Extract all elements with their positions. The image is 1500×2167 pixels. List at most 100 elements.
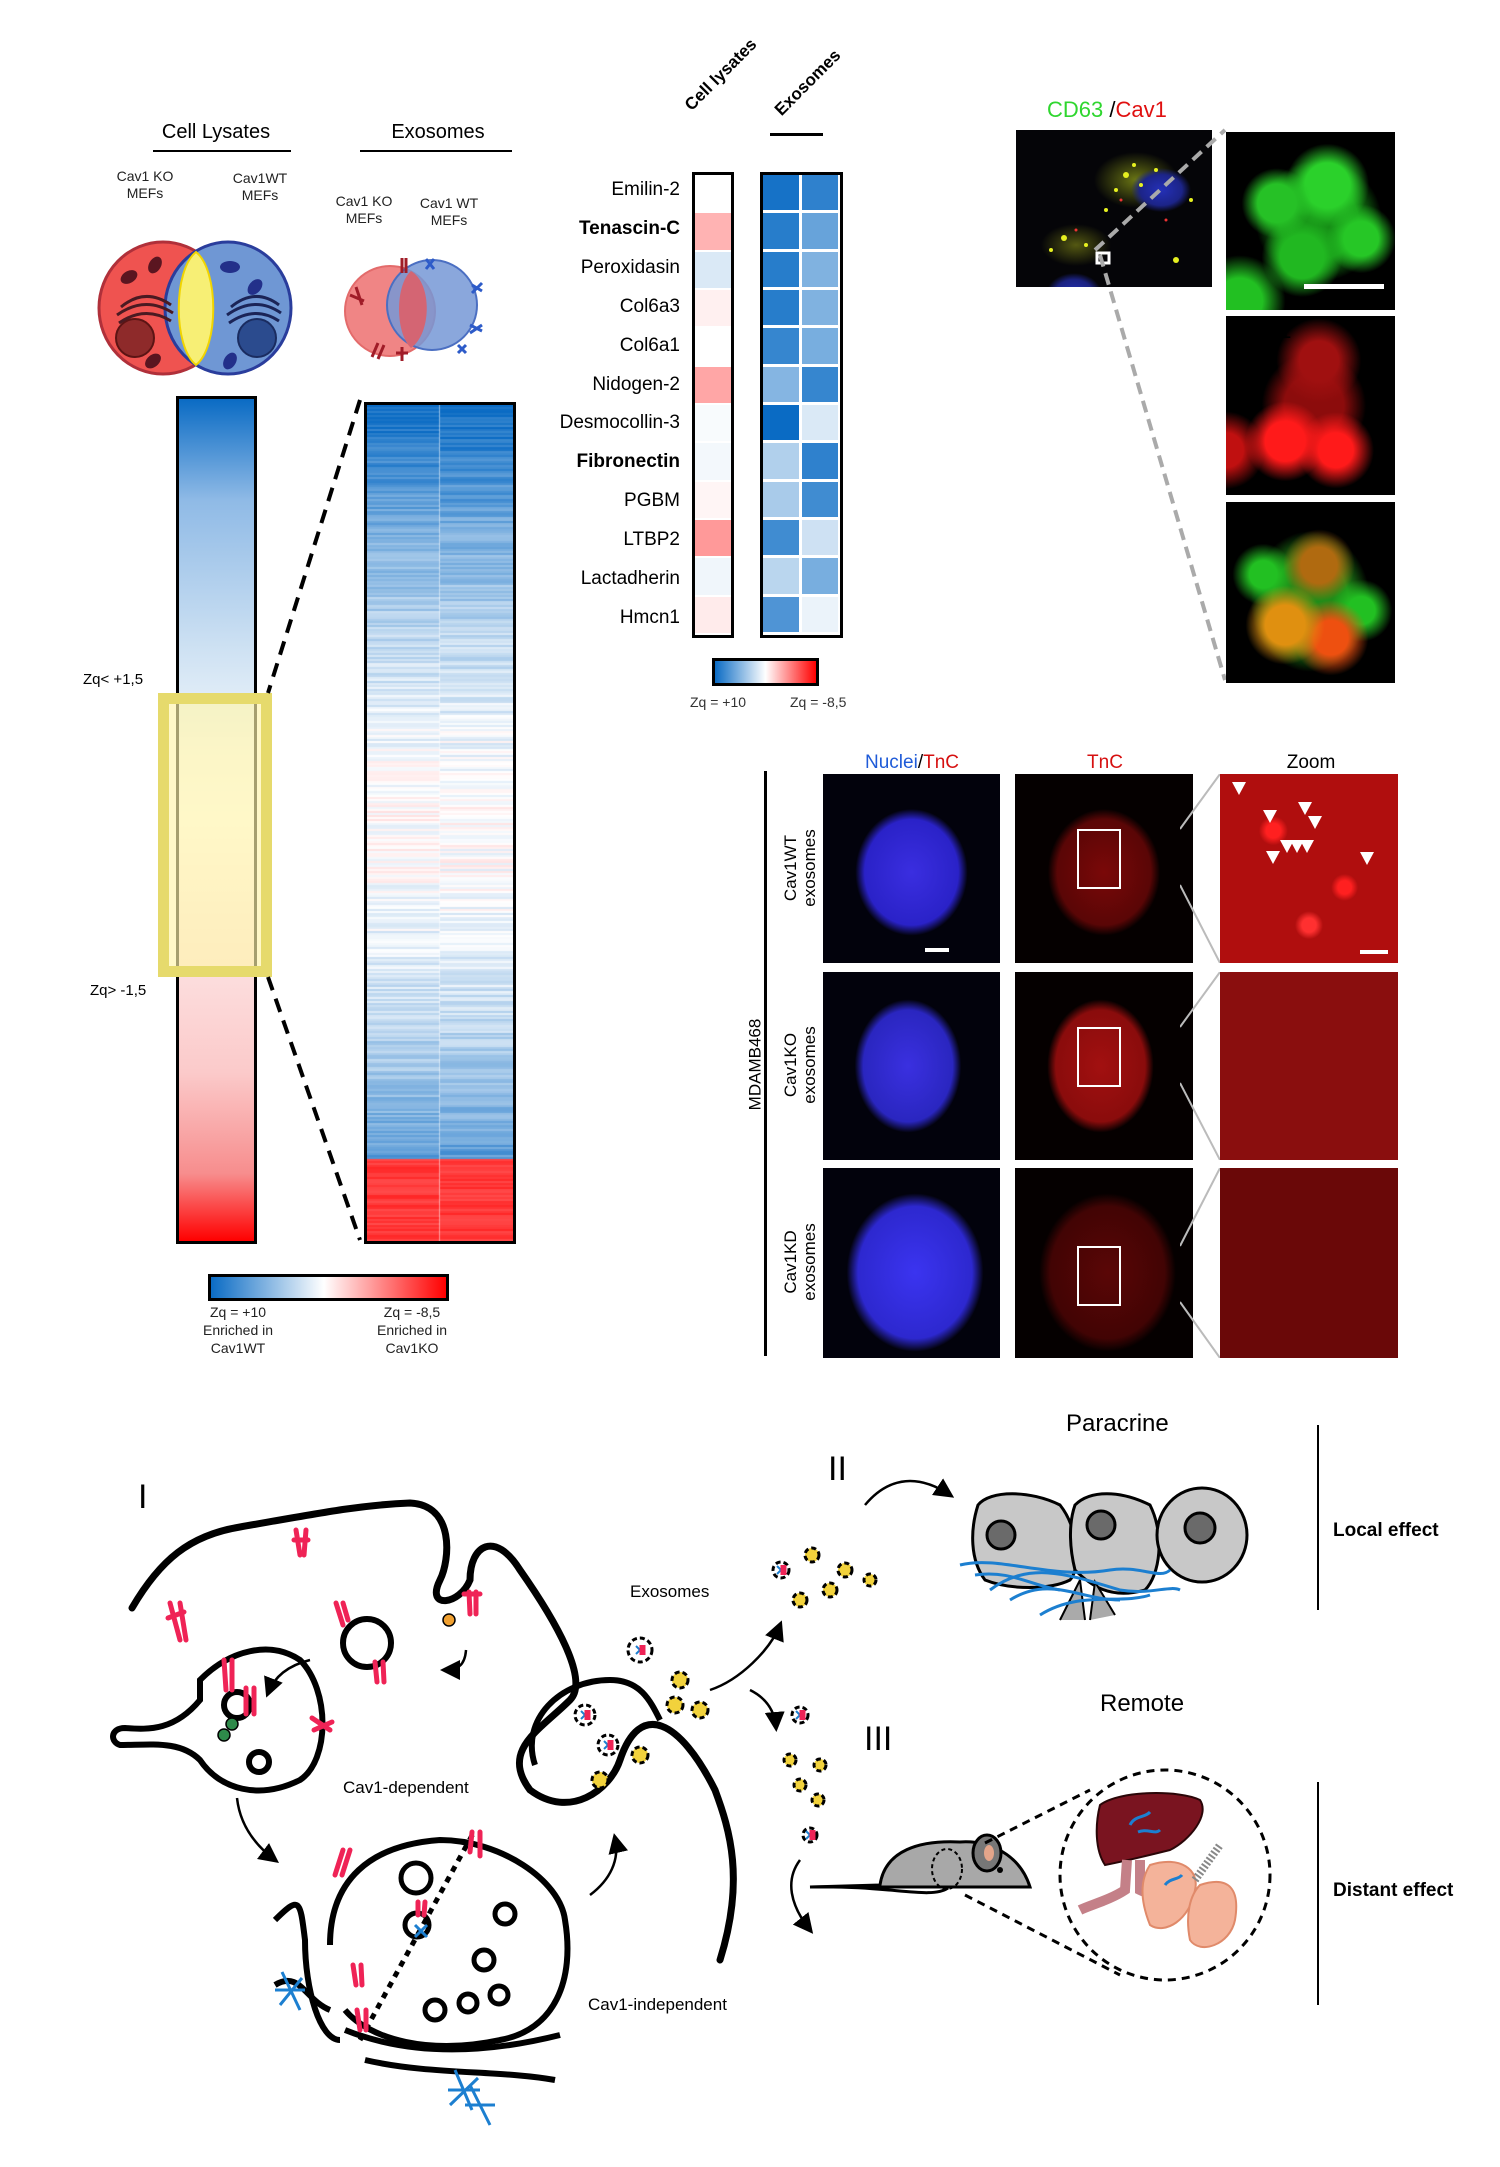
- exosomes-header-underline: [770, 133, 823, 136]
- header-nuclei: Nuclei: [865, 752, 918, 773]
- tnc-image: [1015, 972, 1193, 1160]
- col-header-cell-lysates: Cell lysates: [680, 34, 761, 115]
- cav1-marker: [799, 1710, 806, 1720]
- heatmap-cell: [695, 290, 731, 327]
- exosome-particle: [810, 1792, 826, 1808]
- arrowhead-marker: [1232, 782, 1246, 795]
- tnc-image: [1015, 774, 1193, 963]
- roi-box: [1077, 829, 1121, 889]
- protein-label: Hmcn1: [619, 606, 680, 628]
- arrowhead-marker: [1360, 852, 1374, 865]
- zoom-connector-lines: [266, 399, 362, 1241]
- wt-receptors: [424, 258, 484, 355]
- heatmap-cell: [802, 366, 838, 402]
- inset-label-merge: Merge: [1234, 504, 1297, 529]
- roi-box: [1077, 1246, 1121, 1306]
- heatmap-cell: [763, 481, 799, 517]
- col-header-zoom: Zoom: [1286, 752, 1336, 773]
- protein-label: Desmocollin-3: [559, 412, 680, 434]
- heatmap-cell: [695, 558, 731, 595]
- trachea: [1191, 1842, 1224, 1883]
- col-header-exosomes: Exosomes: [770, 45, 845, 120]
- zoom-connector: [1180, 774, 1220, 963]
- overlap-region: [177, 250, 215, 367]
- exosome-particle: [690, 1700, 710, 1720]
- cav1-receptors: [165, 1527, 483, 2033]
- heatmap-cell: [695, 481, 731, 518]
- tnc-zoom-image: [1220, 1168, 1398, 1358]
- mitochondrion: [148, 256, 162, 274]
- cav1-marker: [584, 1710, 591, 1720]
- exo-label-wt: Cav1 WT MEFs: [419, 195, 479, 228]
- legend-left-desc: Enriched in: [202, 1322, 274, 1338]
- zoom-connector: [1180, 972, 1220, 1160]
- protein-label: Fibronectin: [576, 451, 680, 473]
- upper-threshold-label: Zq< +1,5: [83, 671, 144, 688]
- heatmap-cell: [763, 443, 799, 479]
- legend-colorbar: [208, 1274, 449, 1301]
- cav1-marker: [607, 1740, 614, 1750]
- cell-lysates-underline: [153, 150, 291, 152]
- overview-speckles: [1049, 163, 1193, 265]
- lower-threshold-label: Zq> -1,5: [90, 982, 147, 999]
- row-label-text: Cav1KO: [781, 1032, 800, 1098]
- heatmap-cell: [695, 213, 731, 250]
- group-bracket-line: [764, 771, 767, 1356]
- inset-label-cav1: Cav1: [1240, 318, 1292, 343]
- exosomes-label: Exosomes: [630, 1582, 710, 1601]
- selection-highlight: [158, 693, 272, 977]
- col-header-tnc: TnC: [1087, 752, 1123, 773]
- legend-left-group: Cav1WT: [210, 1340, 266, 1356]
- lung-icon: [1187, 1880, 1238, 1949]
- exosomes-columns: [760, 172, 843, 638]
- cell-lysates-title: Cell Lysates: [161, 121, 271, 143]
- stage-label-iii: III: [864, 1720, 893, 1758]
- protein-label: Col6a3: [619, 295, 680, 317]
- cav1-marker: [639, 1645, 646, 1655]
- mitochondrion: [247, 279, 263, 295]
- row-label-text: exosomes: [800, 828, 819, 907]
- exo-label-ko: Cav1 KO MEFs: [335, 193, 393, 226]
- nuclei-tnc-image: [823, 972, 1000, 1160]
- heatmap-cell: [695, 443, 731, 480]
- protein-label: Emilin-2: [611, 179, 680, 201]
- intraluminal-vesicles: [398, 1860, 518, 2023]
- tnc-zoom-image: [1220, 774, 1398, 963]
- exosome-particle: [791, 1591, 809, 1609]
- heatmap-cell: [802, 520, 838, 556]
- cav1-marker: [780, 1565, 787, 1575]
- heatmap-cell: [802, 328, 838, 364]
- exosome-particle: [803, 1546, 821, 1564]
- title-cd63: CD63: [1047, 97, 1104, 122]
- header-tnc: TnC: [923, 752, 959, 773]
- protein-label: Lactadherin: [580, 567, 680, 589]
- arrowhead-marker: [1266, 851, 1280, 864]
- protein-label: Tenascin-C: [578, 218, 680, 240]
- exosomes-title: Exosomes: [391, 121, 485, 143]
- heatmap-cell: [763, 290, 799, 326]
- exosome-particle: [862, 1572, 878, 1588]
- row-label-text: Cav1WT: [781, 834, 800, 901]
- heatmap-cell: [695, 328, 731, 365]
- mouse-illustration: [809, 1833, 1033, 1895]
- heatmap-cell: [763, 558, 799, 594]
- remote-label: Remote: [1100, 1690, 1185, 1717]
- cd63-overview-image: [1016, 130, 1212, 287]
- exosomes-underline: [360, 150, 512, 152]
- row-label-text: exosomes: [800, 1223, 819, 1301]
- arrowhead-marker: [1308, 816, 1322, 829]
- distant-effect-label: Distant effect: [1333, 1880, 1454, 1901]
- legend-right-desc: Enriched in: [376, 1322, 448, 1338]
- nuclei-tnc-image: [823, 1168, 1000, 1358]
- heatmap-cell: [763, 251, 799, 287]
- upper-dashed-line: [266, 399, 362, 694]
- exosome-particles: [573, 1546, 878, 1844]
- inset-connector-lines: [1093, 128, 1227, 681]
- ko-nucleus: [115, 318, 155, 358]
- heatmap-cell: [763, 328, 799, 364]
- protein-label: Col6a1: [619, 334, 680, 356]
- panel-e-schematic: [110, 1425, 1319, 2126]
